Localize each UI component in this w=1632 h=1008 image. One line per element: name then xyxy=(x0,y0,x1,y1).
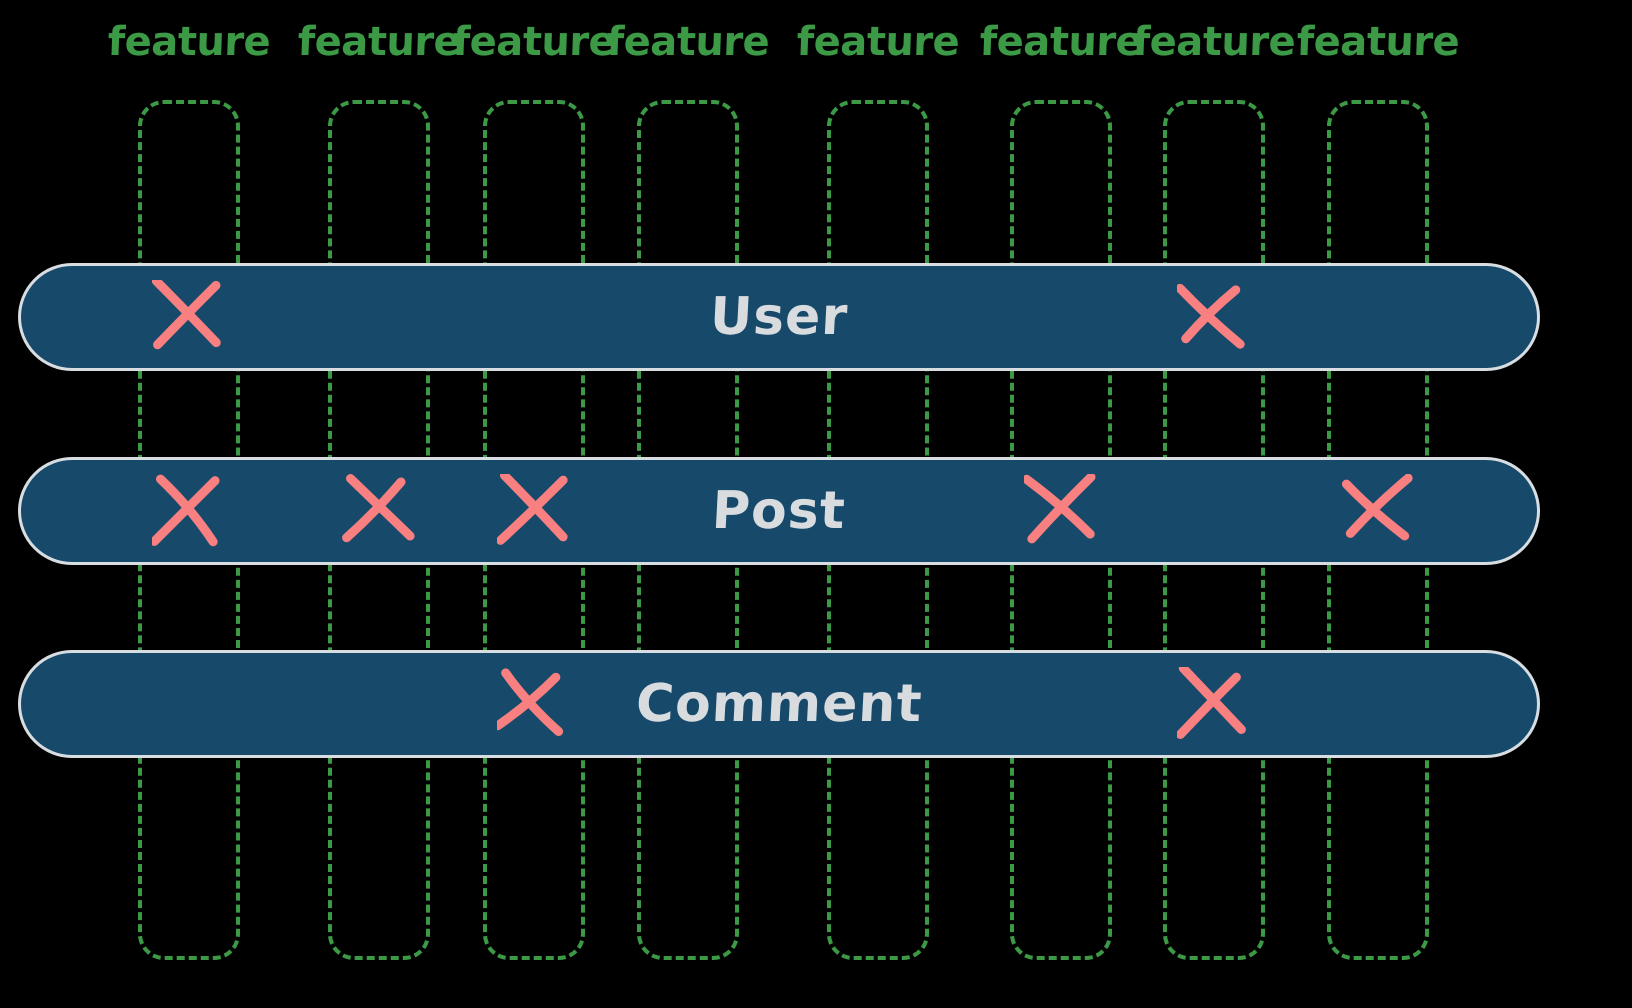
entity-label-user: User xyxy=(708,287,850,347)
entity-label-comment: Comment xyxy=(634,674,924,734)
entity-bar-post[interactable]: Post xyxy=(18,457,1540,565)
entity-bar-comment[interactable]: Comment xyxy=(18,650,1540,758)
feature-label-1: feature xyxy=(106,19,272,65)
entity-label-post: Post xyxy=(710,481,848,541)
entity-bar-user[interactable]: User xyxy=(18,263,1540,371)
feature-label-8: feature xyxy=(1295,19,1461,65)
feature-label-4: feature xyxy=(605,19,771,65)
feature-label-5: feature xyxy=(795,19,961,65)
